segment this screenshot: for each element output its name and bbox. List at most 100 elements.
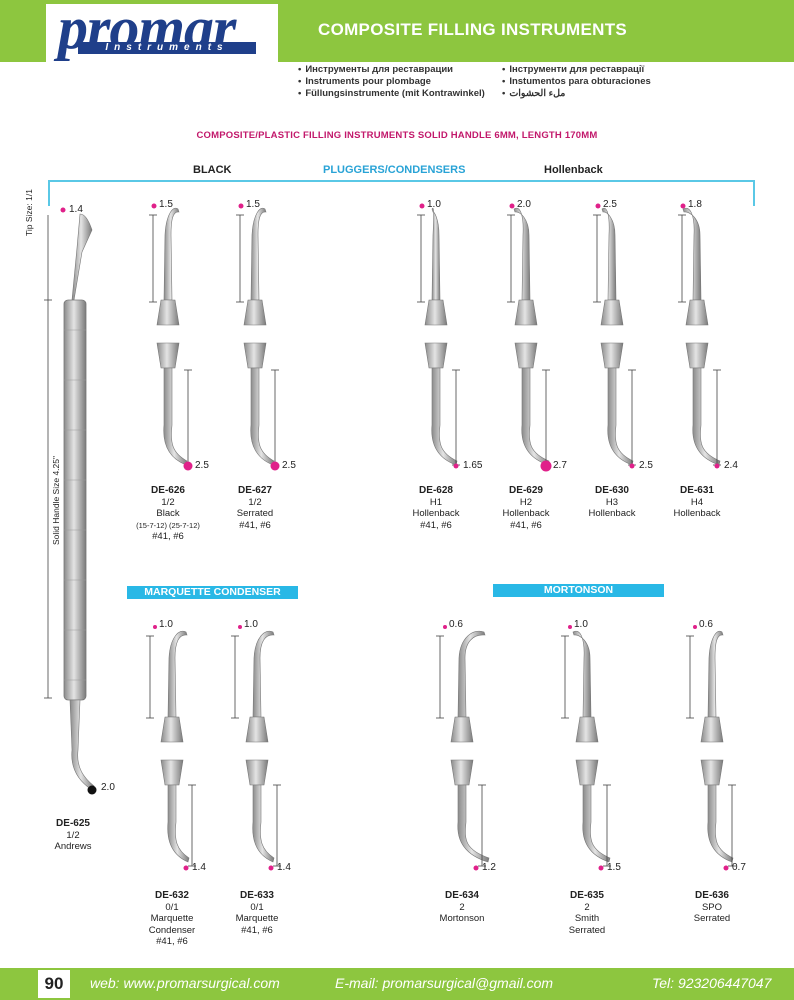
instrument-name: Hollenback <box>588 508 636 519</box>
instrument-name: Hollenback <box>502 508 550 519</box>
measure-top-de-636 <box>686 635 694 719</box>
instrument-extra: Serrated <box>568 924 606 936</box>
measure-top-de-633 <box>231 635 239 719</box>
de625-size: 1/2 <box>66 829 80 841</box>
instrument-size: 0/1 <box>250 901 264 913</box>
instrument-tips: #41, #6 <box>152 531 184 542</box>
instrument-name: Marquette <box>150 913 194 924</box>
measure-top-de-631 <box>678 214 686 303</box>
language-label-uk: Інструменти для реставрації <box>502 64 644 75</box>
instrument-size: SPO <box>701 901 723 913</box>
tip-marker-bottom-de-629 <box>540 460 552 472</box>
instrument-code: DE-628 <box>419 485 453 496</box>
measure-top-de-630 <box>593 214 601 303</box>
tip-marker-top-de-628 <box>419 203 425 209</box>
logo-subtitle: Instruments <box>78 42 256 54</box>
section-pluggers: PLUGGERS/CONDENSERS <box>323 164 466 176</box>
measure-top-label-de-635: 1.0 <box>574 619 588 630</box>
measure-top-label-de-628: 1.0 <box>427 199 441 210</box>
instrument-extra: Condenser <box>148 924 196 936</box>
measure-bottom-label-de-628: 1.65 <box>463 460 483 471</box>
section-bracket <box>48 180 755 206</box>
measure-bottom-de-633 <box>273 784 281 867</box>
language-label-de: Füllungsinstrumente (mit Kontrawinkel) <box>298 88 484 99</box>
instrument-name: Serrated <box>693 913 731 924</box>
de625-top-measure: 1.4 <box>69 204 83 215</box>
instrument-code: DE-630 <box>595 485 629 496</box>
instrument-code: DE-635 <box>570 890 604 901</box>
measure-bottom-label-de-630: 2.5 <box>639 460 653 471</box>
instrument-code: DE-631 <box>680 485 714 496</box>
instrument-name: Black <box>156 508 180 519</box>
tip-marker-bottom-de-634 <box>473 865 479 871</box>
instrument-tips: #41, #6 <box>239 519 271 531</box>
tip-marker-top-de-633 <box>238 625 242 629</box>
instrument-size: H3 <box>605 496 619 508</box>
instrument-size: 2 <box>459 901 465 913</box>
footer-bar <box>0 968 794 1000</box>
de625-code: DE-625 <box>56 818 90 829</box>
measure-top-de-626 <box>149 214 157 303</box>
instrument-tips: #41, #6 <box>241 924 273 936</box>
tip-marker-top-de-635 <box>568 625 572 629</box>
measure-top-label-de-631: 1.8 <box>688 199 702 210</box>
measure-bottom-label-de-632: 1.4 <box>192 862 206 873</box>
measure-top-label-de-630: 2.5 <box>603 199 617 210</box>
tip-marker-bottom-de-633 <box>268 865 274 871</box>
footer-phone: Tel: 923206447047 <box>652 975 772 991</box>
measure-bottom-label-de-629: 2.7 <box>553 460 567 471</box>
instrument-name: Serrated <box>236 508 274 519</box>
measure-top-label-de-636: 0.6 <box>699 619 713 630</box>
instrument-size: 2 <box>584 901 590 913</box>
instrument-size: H4 <box>690 496 704 508</box>
instrument-name: Marquette <box>235 913 279 924</box>
measure-bottom-de-627 <box>271 369 279 466</box>
instrument-name: Mortonson <box>439 913 485 924</box>
logo-box <box>46 4 278 64</box>
de625-caption: DE-625 1/2 Andrews <box>18 818 128 853</box>
tip-marker-top-de-634 <box>443 625 447 629</box>
measure-bottom-label-de-631: 2.4 <box>724 460 738 471</box>
measure-bottom-de-630 <box>628 369 636 466</box>
measure-bottom-label-de-626: 2.5 <box>195 460 209 471</box>
instrument-code: DE-627 <box>238 485 272 496</box>
language-label-fr: Instruments pour plombage <box>298 76 431 87</box>
measure-top-label-de-633: 1.0 <box>244 619 258 630</box>
footer-email-link[interactable]: E-mail: promarsurgical@gmail.com <box>335 975 554 991</box>
measure-bottom-label-de-633: 1.4 <box>277 862 291 873</box>
measure-bottom-label-de-636: 0.7 <box>732 862 746 873</box>
section-marquette: MARQUETTE CONDENSER <box>127 586 298 599</box>
instrument-extra: (15-7-12) (25-7-12) <box>136 520 200 530</box>
instrument-de-627-drawing <box>243 207 275 466</box>
tip-size-label: Tip Size: 1/1 <box>24 189 34 236</box>
footer-web-link[interactable]: web: www.promarsurgical.com <box>90 975 280 991</box>
measure-top-de-629 <box>507 214 515 303</box>
instrument-size: 1/2 <box>248 496 262 508</box>
language-label-ar: ملء الحشوات <box>502 88 565 99</box>
handle-size-label: Solid Handle Size 4.25" <box>51 455 61 545</box>
measure-top-de-627 <box>236 214 244 303</box>
measure-top-label-de-627: 1.5 <box>246 199 260 210</box>
instrument-tips: #41, #6 <box>156 936 188 947</box>
measure-bottom-de-629 <box>542 369 550 466</box>
tip-marker-bottom-de-628 <box>453 463 459 469</box>
section-hollenback: Hollenback <box>544 164 603 176</box>
measure-top-label-de-626: 1.5 <box>159 199 173 210</box>
instrument-de-629-drawing <box>513 207 550 466</box>
tip-marker-top-de-626 <box>151 203 157 209</box>
instrument-size: 1/2 <box>161 496 175 508</box>
tip-marker-bottom-de-632 <box>183 865 189 871</box>
instrument-de-628-drawing <box>424 207 458 466</box>
instrument-size: 0/1 <box>165 901 179 913</box>
page-title: COMPOSITE FILLING INSTRUMENTS <box>318 20 628 39</box>
measure-top-label-de-634: 0.6 <box>449 619 463 630</box>
measure-top-label-de-632: 1.0 <box>159 619 173 630</box>
